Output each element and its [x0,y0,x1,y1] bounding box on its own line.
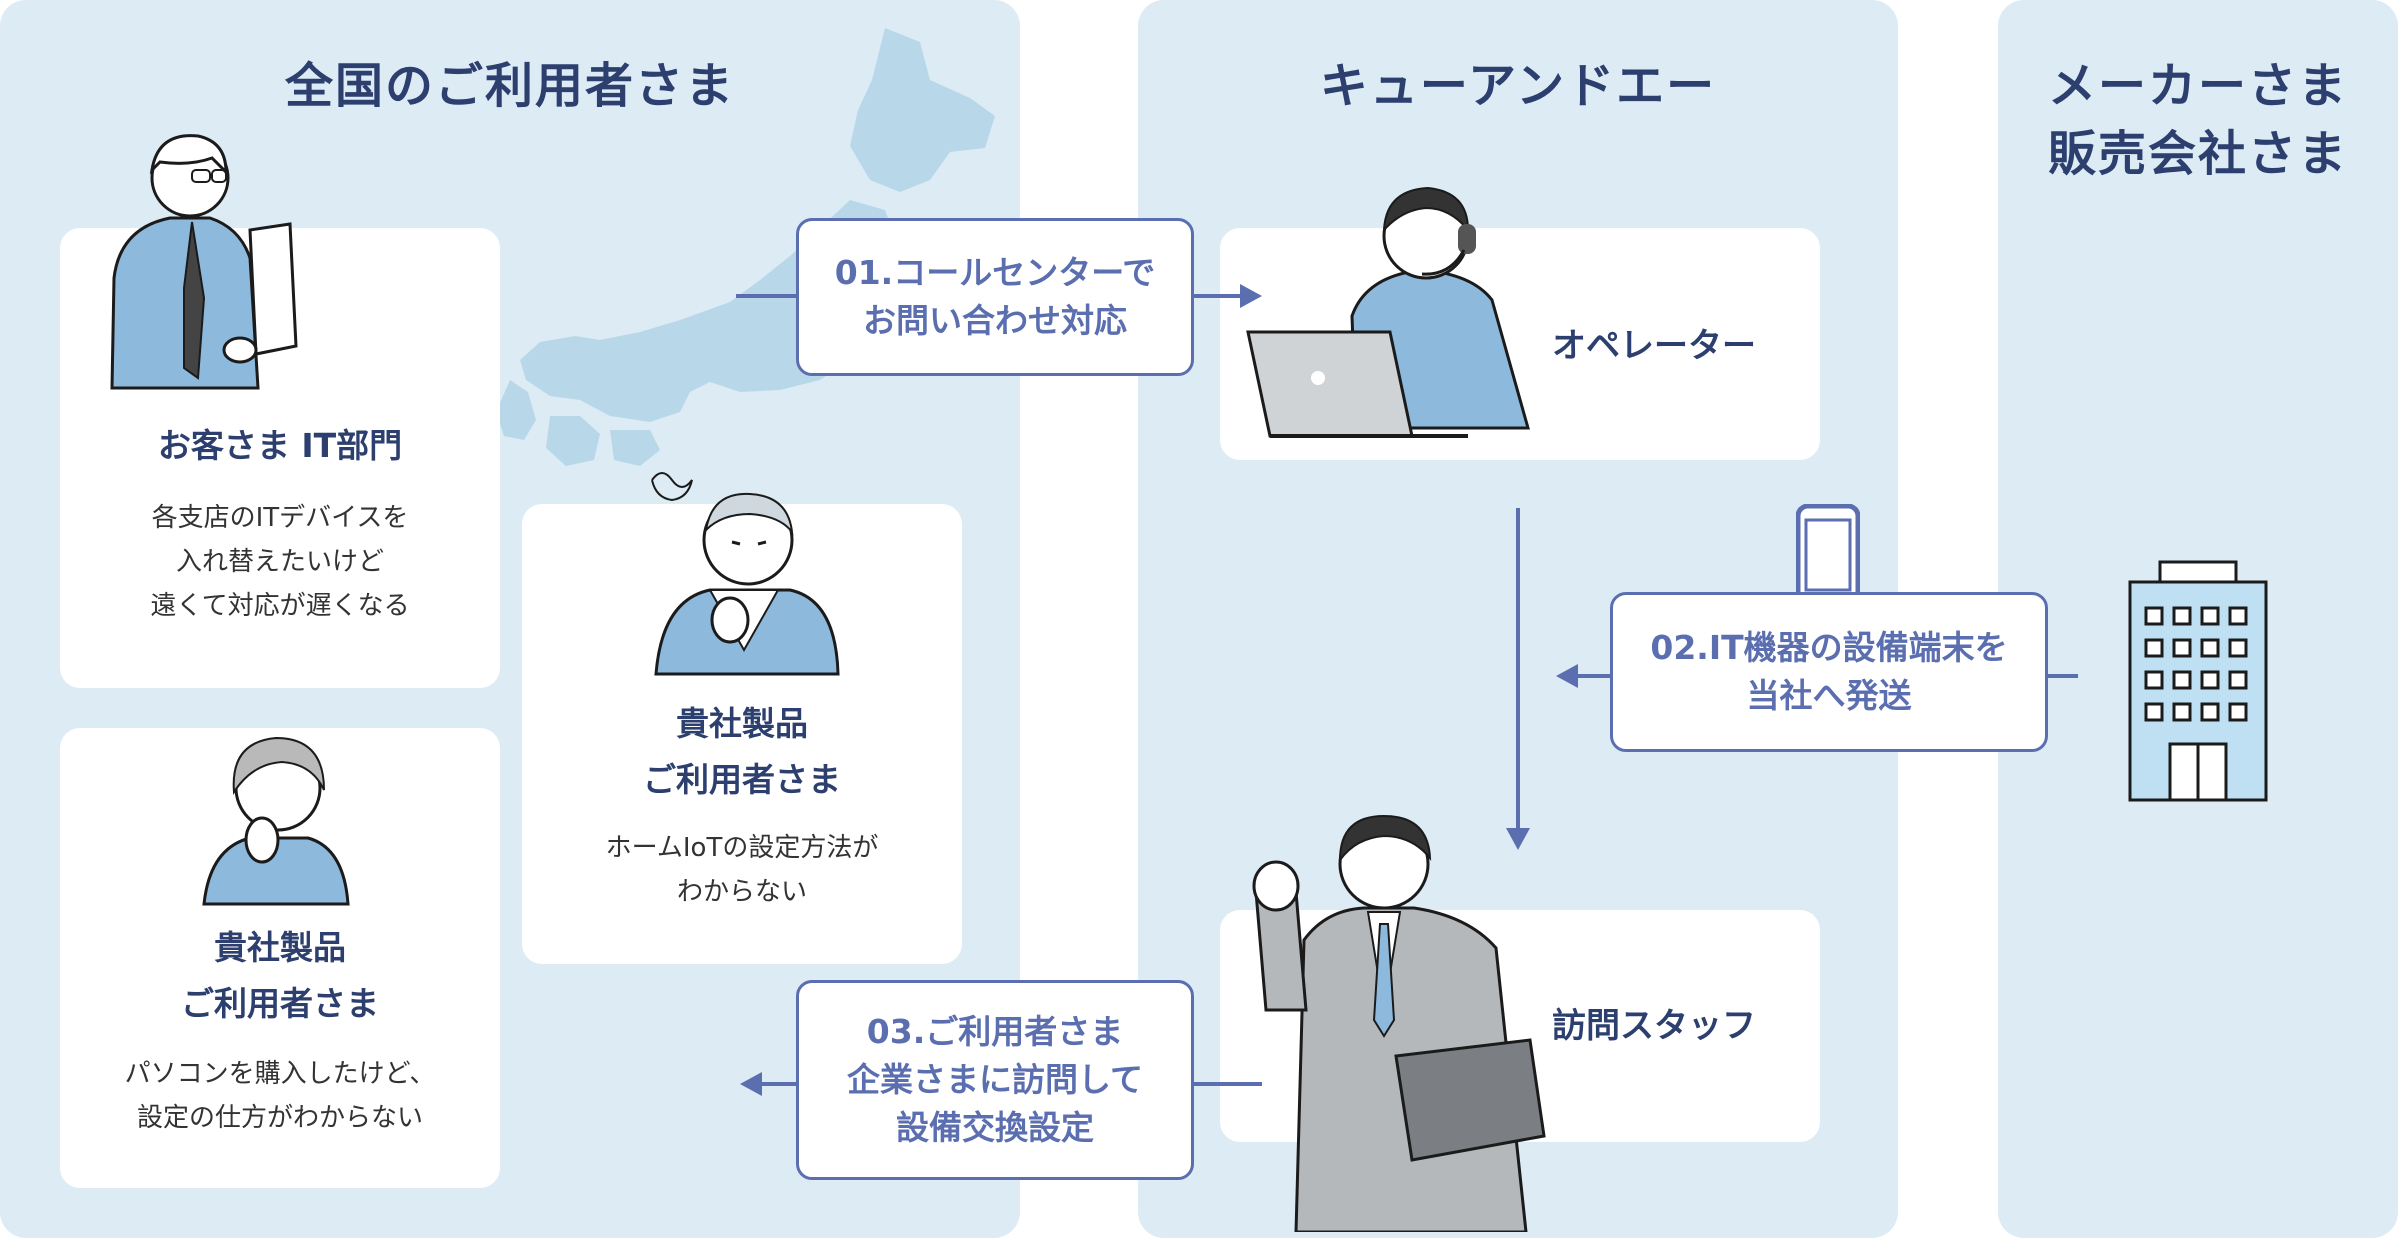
home-iot-desc-line1: ホームIoTの設定方法が [605,833,879,863]
pc-user-title-line2: ご利用者さま [181,984,379,1023]
step-02-box: 02.IT機器の設備端末を 当社へ発送 [1610,592,2048,752]
step-03-line2: 企業さまに訪問して [846,1060,1143,1099]
step2-arrowhead [1556,664,1578,688]
pc-user-desc-line1: パソコンを購入したけど、 [124,1059,436,1089]
it-dept-desc-line1: 各支店のITデバイスを [151,503,409,533]
home-iot-title-line2: ご利用者さま [643,760,841,799]
step1-arrowhead [1240,284,1262,308]
it-dept-title: お客さま IT部門 [157,426,403,465]
maker-column-title-line1: メーカーさま [2047,58,2348,114]
step-02-line2: 当社へ発送 [1746,676,1912,715]
it-dept-desc-line2: 入れ替えたいけど [175,547,384,577]
users-column-title: 全国のご利用者さま [284,58,735,114]
home-iot-title-line1: 貴社製品 [676,704,808,743]
step-02-line1: 02.IT機器の設備端末を [1650,628,2008,667]
operator-label: オペレーター [1552,326,1756,366]
step-01-line1: 01.コールセンターで [834,253,1156,292]
it-dept-desc-line3: 遠くて対応が遅くなる [150,591,410,621]
step-01-box: 01.コールセンターで お問い合わせ対応 [796,218,1194,376]
pc-user-title-line1: 貴社製品 [214,928,346,967]
business-staff [1252,814,1546,1232]
pc-user-desc-line2: 設定の仕方がわからない [136,1103,423,1133]
worried-elder [651,472,840,676]
maker-column-title-line2: 販売会社さま [2047,126,2348,182]
home-iot-desc-line2: わからない [676,877,807,907]
office-building-icon [2128,560,2268,802]
worried-woman [202,736,350,906]
step-03-line1: 03.ご利用者さま [866,1012,1124,1051]
step-01-line2: お問い合わせ対応 [863,301,1127,340]
step-03-line3: 設備交換設定 [896,1108,1094,1147]
operator-with-headset [1246,186,1530,438]
visit-staff-label: 訪問スタッフ [1552,1006,1756,1046]
qa-column-title: キューアンドエー [1319,58,1717,114]
thinking-man [110,134,298,390]
downflow-arrowhead [1506,828,1530,850]
step-03-box: 03.ご利用者さま 企業さまに訪問して 設備交換設定 [796,980,1194,1180]
step3-arrowhead [740,1072,762,1096]
